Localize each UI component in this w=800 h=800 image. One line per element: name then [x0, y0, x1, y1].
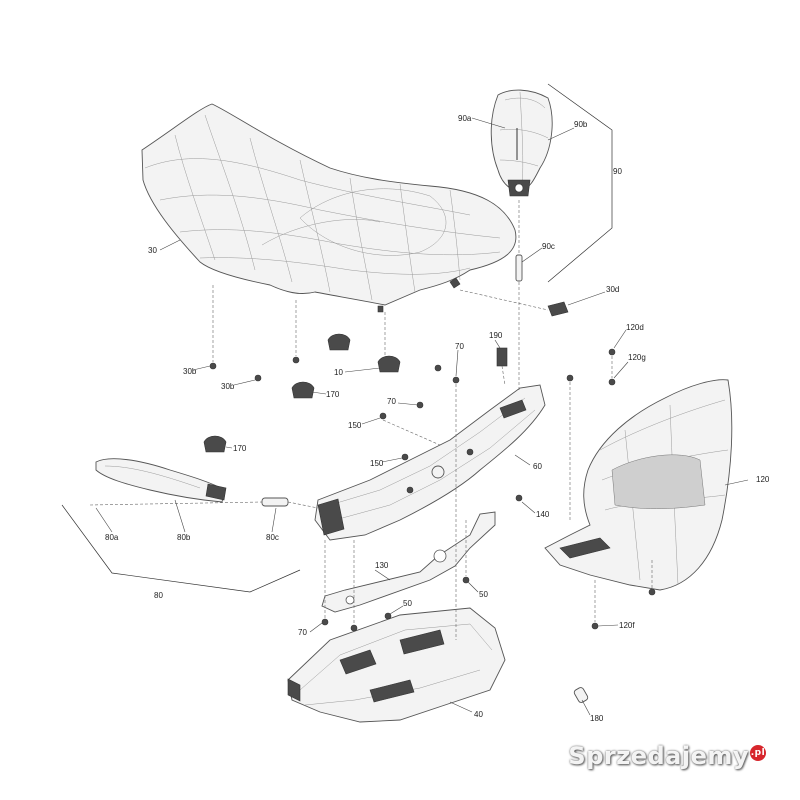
label-70-a: 70: [455, 342, 464, 351]
label-90c: 90c: [542, 242, 555, 251]
part-30d: [547, 301, 569, 317]
part-10-b: [377, 355, 401, 373]
part-10-a: [327, 333, 351, 351]
label-10: 10: [334, 368, 343, 377]
label-80c: 80c: [266, 533, 279, 542]
label-80: 80: [154, 591, 163, 600]
label-190: 190: [489, 331, 503, 340]
seat-part-30: [141, 103, 517, 313]
part-190: [496, 347, 508, 367]
part-170-b: [203, 435, 227, 453]
handle-part-80b: [95, 458, 227, 503]
small-parts: [203, 301, 656, 703]
label-90: 90: [613, 167, 622, 176]
label-30d: 30d: [606, 285, 619, 294]
label-70-c: 70: [298, 628, 307, 637]
backrest-part-90: [490, 89, 553, 282]
label-30b-a: 30b: [183, 367, 197, 376]
label-150-a: 150: [348, 421, 362, 430]
leader-lines: [95, 117, 749, 716]
label-70-b: 70: [387, 397, 396, 406]
part-180: [573, 687, 589, 703]
label-130: 130: [375, 561, 389, 570]
label-170-b: 170: [233, 444, 247, 453]
base-tray-part-40: [287, 607, 506, 723]
label-80b: 80b: [177, 533, 191, 542]
frame-part-60: [314, 384, 546, 541]
label-90a: 90a: [458, 114, 472, 123]
bracket-90: [547, 83, 613, 283]
side-cover-part-120: [544, 379, 733, 591]
bracket-80: [61, 504, 301, 593]
label-50-a: 50: [403, 599, 412, 608]
label-30: 30: [148, 246, 157, 255]
watermark-text: Sprzedajemy: [568, 742, 749, 770]
part-80c: [261, 497, 289, 507]
label-170-a: 170: [326, 390, 340, 399]
part-170-a: [291, 381, 315, 399]
callout-labels: 30 30b 30b 30d 90 90a 90b 90c 10 170 170…: [105, 114, 770, 723]
label-120f: 120f: [619, 621, 635, 630]
label-120d: 120d: [626, 323, 644, 332]
label-120: 120: [756, 475, 770, 484]
label-150-b: 150: [370, 459, 384, 468]
watermark-badge: .pl: [750, 745, 766, 761]
label-120g: 120g: [628, 353, 646, 362]
label-90b: 90b: [574, 120, 588, 129]
label-40: 40: [474, 710, 483, 719]
label-80a: 80a: [105, 533, 119, 542]
label-30b-b: 30b: [221, 382, 235, 391]
label-180: 180: [590, 714, 604, 723]
label-60: 60: [533, 462, 542, 471]
label-140: 140: [536, 510, 550, 519]
label-50-b: 50: [479, 590, 488, 599]
watermark-logo: Sprzedajemy.pl: [568, 742, 766, 770]
